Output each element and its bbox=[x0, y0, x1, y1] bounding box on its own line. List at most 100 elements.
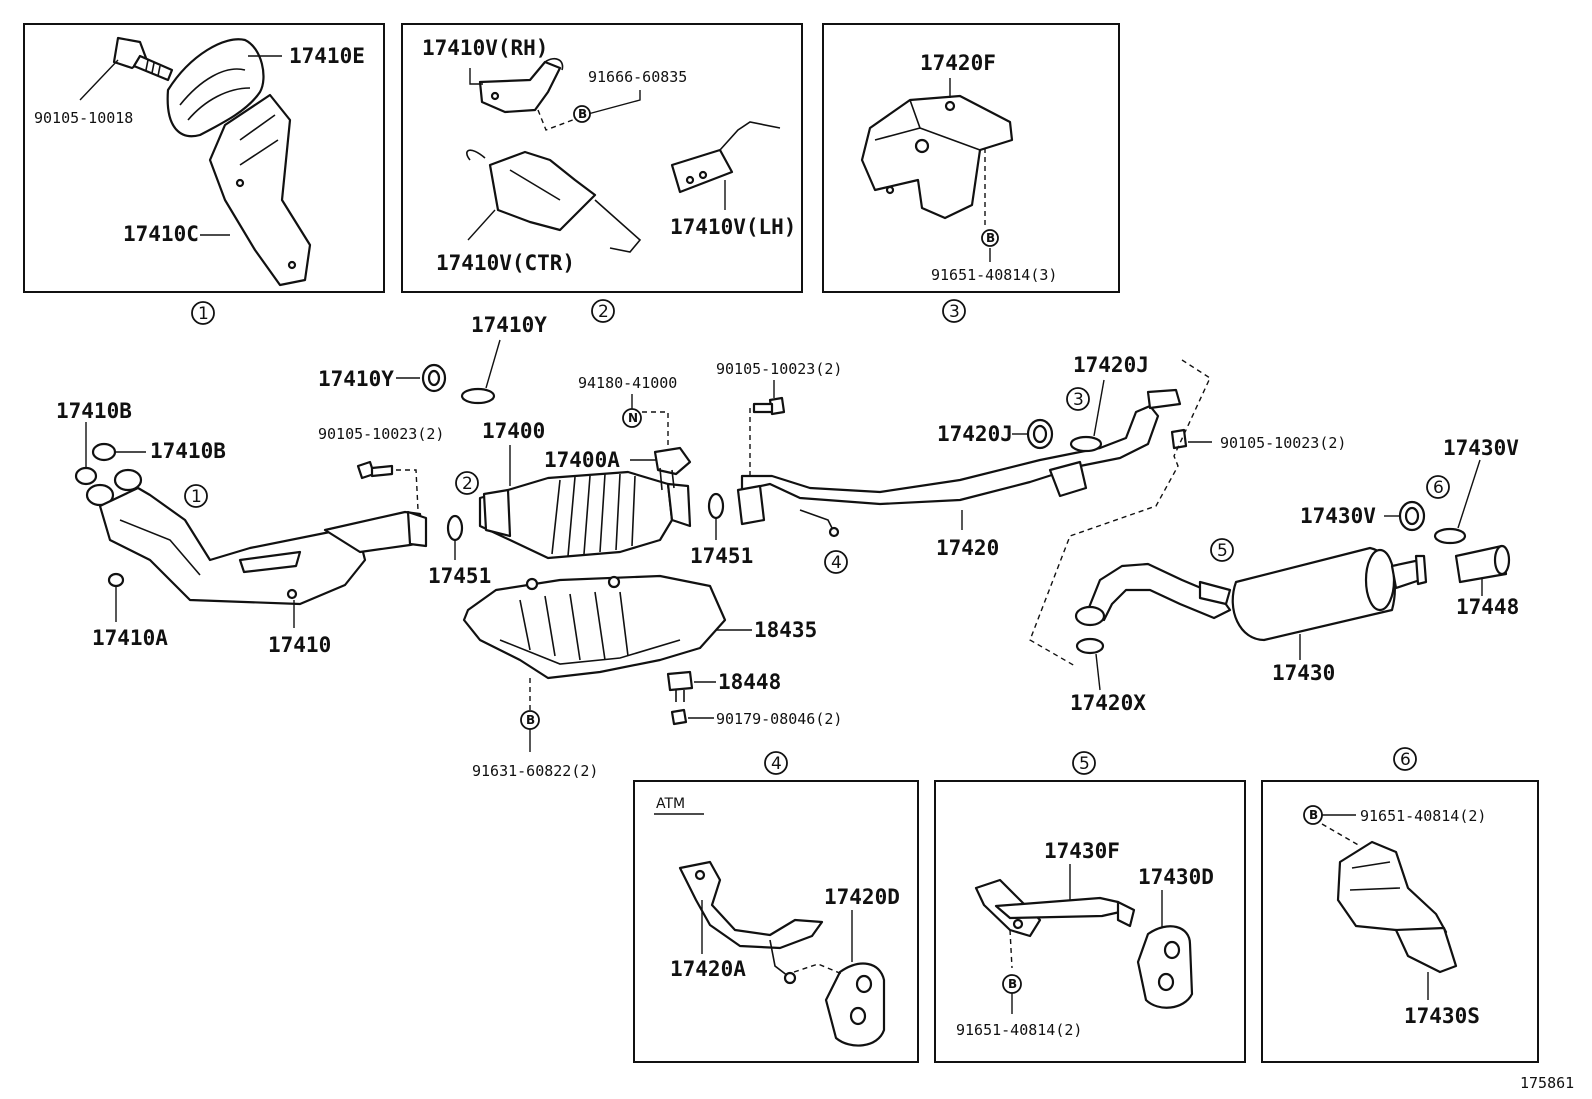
bolt-symbol-letter: B bbox=[1008, 977, 1017, 991]
diagram-id: 175861 bbox=[1520, 1074, 1574, 1092]
bracket-17410C-drawing bbox=[208, 93, 312, 287]
leader-dashed-bolt-detail-5 bbox=[1009, 929, 1013, 969]
gasket-17410B-a bbox=[74, 466, 98, 486]
callout-map-5 bbox=[1210, 538, 1234, 562]
label-91651-40814-3: 91651-40814(3) bbox=[931, 266, 1057, 284]
hanger-17410V-CTR-drawing bbox=[466, 149, 642, 253]
label-17410V-RH: 17410V(RH) bbox=[422, 36, 548, 60]
label-90105-10023-a: 90105-10023(2) bbox=[318, 425, 444, 443]
label-17420J-b: 17420J bbox=[1073, 353, 1149, 377]
callout-map-6-number: 6 bbox=[1433, 478, 1444, 498]
gasket-17410Y-flat bbox=[460, 387, 496, 405]
label-90105-10023-b: 90105-10023(2) bbox=[716, 360, 842, 378]
callout-map-4-number: 4 bbox=[831, 553, 842, 573]
bolt-symbol-detail-2 bbox=[573, 105, 591, 123]
label-94180-41000: 94180-41000 bbox=[578, 374, 677, 392]
label-17410: 17410 bbox=[268, 633, 331, 657]
detail-frame-6 bbox=[1261, 780, 1539, 1063]
leader-bolt-detail-2 bbox=[537, 109, 579, 131]
callout-6-number: 6 bbox=[1400, 750, 1411, 770]
label-17430: 17430 bbox=[1272, 661, 1335, 685]
leader-dashed-17420D bbox=[793, 963, 843, 975]
leader-17410V-RH bbox=[469, 68, 483, 85]
leader-17410Y-b bbox=[485, 339, 501, 389]
label-17448: 17448 bbox=[1456, 595, 1519, 619]
hanger-17410V-RH-drawing bbox=[478, 58, 564, 114]
center-pipe-17420-drawing bbox=[736, 388, 1182, 538]
label-17410V-CTR: 17410V(CTR) bbox=[436, 251, 575, 275]
label-17451-b: 17451 bbox=[690, 544, 753, 568]
leader-17420X bbox=[1095, 653, 1101, 691]
dashed-assembly-bracket bbox=[1029, 359, 1211, 667]
label-18435: 18435 bbox=[754, 618, 817, 642]
gasket-17451-right bbox=[707, 492, 725, 520]
label-17410B-a: 17410B bbox=[56, 399, 132, 423]
gasket-17430V-flat bbox=[1433, 527, 1467, 545]
label-17420D: 17420D bbox=[824, 885, 900, 909]
label-17430F: 17430F bbox=[1044, 839, 1120, 863]
callout-1 bbox=[191, 301, 215, 325]
gasket-17430V-hole bbox=[1404, 506, 1420, 526]
callout-6 bbox=[1393, 747, 1417, 771]
gasket-17410Y-hole bbox=[427, 369, 441, 387]
bolt-symbol-letter: B bbox=[578, 107, 587, 121]
support-17420F-drawing bbox=[860, 94, 1014, 220]
callout-2 bbox=[591, 299, 615, 323]
label-atm: ATM bbox=[656, 796, 685, 812]
label-17420X: 17420X bbox=[1070, 691, 1146, 715]
gasket-17410B-b bbox=[91, 442, 117, 462]
label-17420A: 17420A bbox=[670, 957, 746, 981]
callout-map-5-number: 5 bbox=[1217, 541, 1228, 561]
sensor-18448-drawing bbox=[666, 670, 694, 702]
leader-17430V-b bbox=[1457, 459, 1481, 529]
callout-map-6 bbox=[1426, 475, 1450, 499]
label-17410E: 17410E bbox=[289, 44, 365, 68]
label-17410V-LH: 17410V(LH) bbox=[670, 215, 796, 239]
front-exhaust-pipe-17410-drawing bbox=[85, 468, 428, 606]
callout-5-number: 5 bbox=[1079, 754, 1090, 774]
callout-3-number: 3 bbox=[949, 302, 960, 322]
bolt-symbol-letter: B bbox=[986, 231, 995, 245]
callout-map-3-number: 3 bbox=[1073, 390, 1084, 410]
detail-frame-4 bbox=[633, 780, 919, 1063]
gasket-17420X bbox=[1075, 637, 1105, 655]
bolt-symbol-letter: B bbox=[526, 713, 535, 727]
label-17430S: 17430S bbox=[1404, 1004, 1480, 1028]
leader-dashed-bolt-detail-6 bbox=[1321, 823, 1361, 847]
callout-4 bbox=[764, 751, 788, 775]
label-90105-10023-c: 90105-10023(2) bbox=[1220, 434, 1346, 452]
support-17420A-drawing bbox=[678, 860, 824, 985]
detail-frame-2 bbox=[401, 23, 803, 293]
callout-map-1 bbox=[184, 484, 208, 508]
label-17410B-b: 17410B bbox=[150, 439, 226, 463]
bolt-90105-10023-right-drawing bbox=[1170, 428, 1188, 450]
label-18448: 18448 bbox=[718, 670, 781, 694]
bolt-90105-10018-drawing bbox=[112, 36, 174, 82]
label-17400A: 17400A bbox=[544, 448, 620, 472]
mount-17430D-drawing bbox=[1136, 925, 1194, 1009]
label-17430V-a: 17430V bbox=[1300, 504, 1376, 528]
callout-5 bbox=[1072, 751, 1096, 775]
catalytic-converter-17400-drawing bbox=[478, 470, 692, 560]
leader-90105-10018 bbox=[79, 59, 119, 101]
nut-symbol-letter: N bbox=[628, 411, 638, 425]
label-17420: 17420 bbox=[936, 536, 999, 560]
label-90105-10018: 90105-10018 bbox=[34, 109, 133, 127]
callout-map-3 bbox=[1066, 387, 1090, 411]
bracket-17430F-drawing bbox=[974, 878, 1136, 938]
leader-dashed-bolt-left bbox=[396, 469, 419, 511]
gasket-17420J-flat bbox=[1069, 435, 1103, 453]
label-17451-a: 17451 bbox=[428, 564, 491, 588]
label-17420J-a: 17420J bbox=[937, 422, 1013, 446]
gasket-17420J-hole bbox=[1032, 424, 1048, 444]
hanger-17410V-LH-drawing bbox=[670, 121, 781, 194]
label-17410Y-a: 17410Y bbox=[318, 367, 394, 391]
leader-17410V-CTR bbox=[467, 209, 496, 241]
heat-insulator-17410E-drawing bbox=[166, 38, 265, 138]
muffler-17430-drawing bbox=[1074, 546, 1428, 642]
bolt-90105-10023-center-drawing bbox=[752, 396, 786, 416]
detail-frame-5 bbox=[934, 780, 1246, 1063]
clamp-17400A-drawing bbox=[653, 446, 692, 491]
mount-17420D-drawing bbox=[824, 962, 886, 1047]
